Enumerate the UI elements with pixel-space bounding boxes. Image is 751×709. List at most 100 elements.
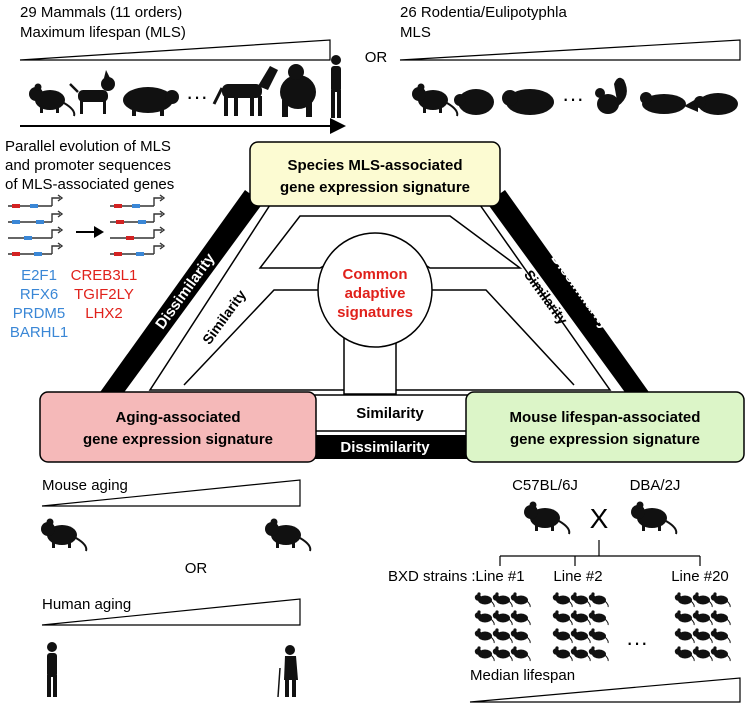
median-lifespan-wedge xyxy=(469,677,741,703)
rodent-guinea-pig-icon xyxy=(502,89,554,115)
gene-red-1: CREB3L1 xyxy=(71,267,138,284)
common-label-line2: adaptive xyxy=(345,285,406,302)
bxd-mouse-icon xyxy=(552,645,573,662)
similarity-label-bottom: Similarity xyxy=(356,405,424,422)
young-mouse-icon xyxy=(40,517,88,552)
bxd-ellipsis: ··· xyxy=(626,630,648,655)
bxd-mouse-icon xyxy=(570,609,591,626)
animal-dog-icon xyxy=(69,70,115,114)
c57-mouse-icon xyxy=(523,500,571,535)
mls-arrow-head xyxy=(330,118,346,134)
bxd-mouse-icon xyxy=(692,627,713,644)
rodentia-title: 26 Rodentia/Eulipotyphla xyxy=(400,4,567,21)
bxd-mouse-icon xyxy=(510,645,531,662)
mls-wedge-right xyxy=(399,39,741,61)
old-mouse-icon xyxy=(264,517,312,552)
animal-gorilla-icon xyxy=(280,64,316,117)
parallel-evolution-line1: Parallel evolution of MLS xyxy=(5,138,171,155)
line-2-label: Line #2 xyxy=(553,568,602,585)
gene-blue-1: E2F1 xyxy=(21,267,57,284)
mls-wedge-left xyxy=(19,39,331,61)
bxd-mouse-icon xyxy=(710,627,731,644)
animal-horse-icon xyxy=(212,66,278,116)
bxd-mouse-icon xyxy=(492,591,513,608)
similarity-right-channel xyxy=(420,289,575,386)
gene-blue-3: PRDM5 xyxy=(13,305,66,322)
human-aging-label: Human aging xyxy=(42,596,131,613)
bxd-mouse-icon xyxy=(710,609,731,626)
bxd-tree-lines xyxy=(499,540,701,566)
gene-blue-2: RFX6 xyxy=(20,286,58,303)
dissimilarity-band-bottom xyxy=(300,435,470,459)
aging-box xyxy=(39,391,317,463)
aging-box-line1: Aging-associated xyxy=(115,409,240,426)
animal-rat-icon xyxy=(28,82,76,117)
rodent-mole-rat-icon xyxy=(694,93,738,115)
bxd-mouse-icon xyxy=(570,627,591,644)
bxd-mouse-icon xyxy=(674,645,695,662)
promoter-set-right xyxy=(109,194,165,256)
common-label-line3: signatures xyxy=(337,304,413,321)
bxd-mouse-icon xyxy=(674,609,695,626)
bxd-mouse-icon xyxy=(474,591,495,608)
bxd-mouse-icon xyxy=(674,591,695,608)
parallel-evolution-line3: of MLS-associated genes xyxy=(5,176,174,193)
bxd-mouse-icon xyxy=(474,609,495,626)
mouse-box-line2: gene expression signature xyxy=(510,431,700,448)
promoter-arrow-head xyxy=(94,226,104,238)
median-lifespan-label: Median lifespan xyxy=(470,667,575,684)
bxd-mouse-icon xyxy=(492,609,513,626)
common-label-line1: Common xyxy=(343,266,408,283)
bxd-mouse-icon xyxy=(570,591,591,608)
parallel-evolution-line2: and promoter sequences xyxy=(5,157,171,174)
center-stem-mask xyxy=(346,325,394,335)
bxd-mouse-icon xyxy=(492,627,513,644)
bxd-mouse-icon xyxy=(510,591,531,608)
bxd-mouse-icon xyxy=(692,591,713,608)
bxd-mouse-icon xyxy=(552,609,573,626)
mls-label-right: MLS xyxy=(400,24,431,41)
aging-box-line2: gene expression signature xyxy=(83,431,273,448)
bxd-mouse-icon xyxy=(588,645,609,662)
bxd-mouse-icon xyxy=(588,591,609,608)
or-label-top: OR xyxy=(365,49,388,66)
young-human-icon xyxy=(47,642,57,697)
bxd-mouse-icon xyxy=(692,609,713,626)
mouse-aging-wedge xyxy=(41,479,301,507)
species-box-line1: Species MLS-associated xyxy=(287,157,462,174)
common-signatures-circle xyxy=(317,232,433,348)
animal-pig-icon xyxy=(123,87,179,116)
gene-blue-4: BARHL1 xyxy=(10,324,68,341)
bxd-mouse-icon xyxy=(710,645,731,662)
bxd-mouse-icon xyxy=(588,609,609,626)
strain-dba-label: DBA/2J xyxy=(630,477,681,494)
human-icon xyxy=(331,55,341,118)
mammals-title: 29 Mammals (11 orders) xyxy=(20,4,182,21)
bxd-mouse-icon xyxy=(510,627,531,644)
rodent-rat-icon xyxy=(411,82,459,117)
human-aging-wedge xyxy=(41,598,301,626)
bxd-mouse-icon xyxy=(474,645,495,662)
dissimilarity-band-left xyxy=(93,190,263,402)
rodent-beaver-icon xyxy=(640,92,698,114)
or-label-bottom: OR xyxy=(185,560,208,577)
bxd-mouse-icon xyxy=(492,645,513,662)
bxd-mouse-icon xyxy=(692,645,713,662)
old-human-icon xyxy=(277,645,298,698)
animals-ellipsis: ··· xyxy=(186,84,208,109)
bxd-mouse-icon xyxy=(588,627,609,644)
mouse-lifespan-box xyxy=(465,391,745,463)
dissimilarity-label-bottom: Dissimilarity xyxy=(340,439,430,456)
bxd-mouse-grids xyxy=(474,591,731,662)
cross-symbol: X xyxy=(590,503,609,534)
line-20-label: Line #20 xyxy=(671,568,729,585)
bxd-mouse-icon xyxy=(552,627,573,644)
species-box-line2: gene expression signature xyxy=(280,179,470,196)
species-mls-box xyxy=(249,141,501,207)
bxd-mouse-icon xyxy=(570,645,591,662)
gene-red-2: TGIF2LY xyxy=(74,286,134,303)
rodent-squirrel-icon xyxy=(595,77,627,114)
bxd-mouse-icon xyxy=(674,627,695,644)
dba-mouse-icon xyxy=(630,500,678,535)
